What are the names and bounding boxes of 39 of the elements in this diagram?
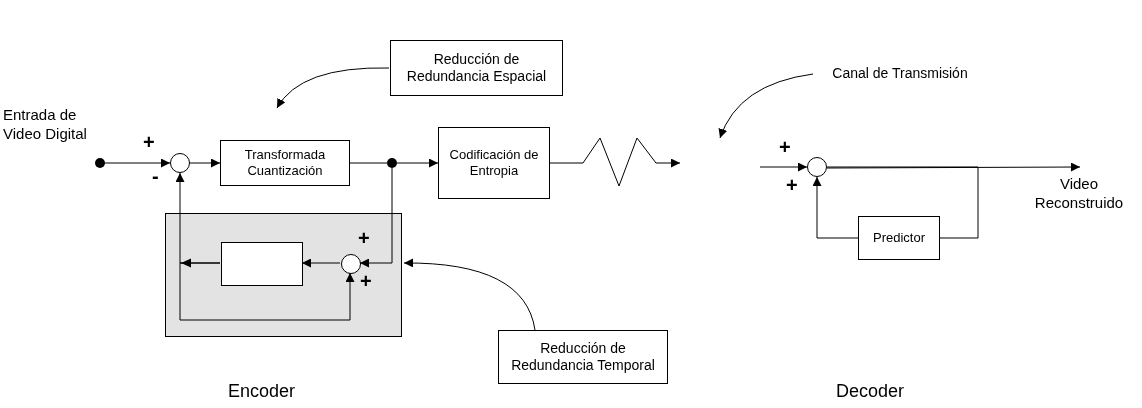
summing-junction xyxy=(807,157,827,177)
plus-sign: + xyxy=(143,132,155,152)
box-label: Reducción de Redundancia Espacial xyxy=(405,50,548,86)
arrow xyxy=(104,158,171,168)
transform-box xyxy=(220,140,350,186)
section-label: Decoder xyxy=(836,382,905,400)
predictor-box xyxy=(858,216,940,260)
curved-arrow xyxy=(403,258,536,331)
arrow xyxy=(812,176,859,239)
arrow xyxy=(301,258,341,268)
summing-junction xyxy=(341,254,361,274)
arrow xyxy=(359,167,393,268)
output-label: Video Reconstruido xyxy=(1020,172,1138,216)
arrow xyxy=(549,137,681,187)
minus-sign: - xyxy=(152,166,159,186)
box-label: Transformada Cuantización xyxy=(243,146,327,180)
plus-sign: + xyxy=(358,228,370,248)
callout-box xyxy=(498,330,668,384)
curved-arrow xyxy=(719,73,814,139)
input-label: Entrada de Video Digital xyxy=(3,106,88,144)
box-label: Predictor xyxy=(872,229,926,247)
plus-sign: + xyxy=(779,137,791,157)
arrow xyxy=(759,162,808,172)
plus-sign: + xyxy=(786,175,798,195)
entropy-coding-box xyxy=(438,127,550,199)
arrow xyxy=(826,162,1081,172)
curved-arrow xyxy=(276,67,390,109)
empty-box xyxy=(221,242,303,286)
summing-junction xyxy=(170,153,190,173)
temporal-panel xyxy=(165,213,402,337)
arrow xyxy=(179,262,355,321)
channel-label: Canal de Transmisión xyxy=(815,62,985,86)
box-label: Codificación de Entropia xyxy=(448,146,540,180)
arrow xyxy=(396,158,439,168)
callout-box xyxy=(390,40,563,96)
plus-sign: + xyxy=(360,271,372,291)
section-label: Encoder xyxy=(228,382,296,400)
box-label: Reducción de Redundancia Temporal xyxy=(510,339,656,375)
arrow xyxy=(189,158,221,168)
